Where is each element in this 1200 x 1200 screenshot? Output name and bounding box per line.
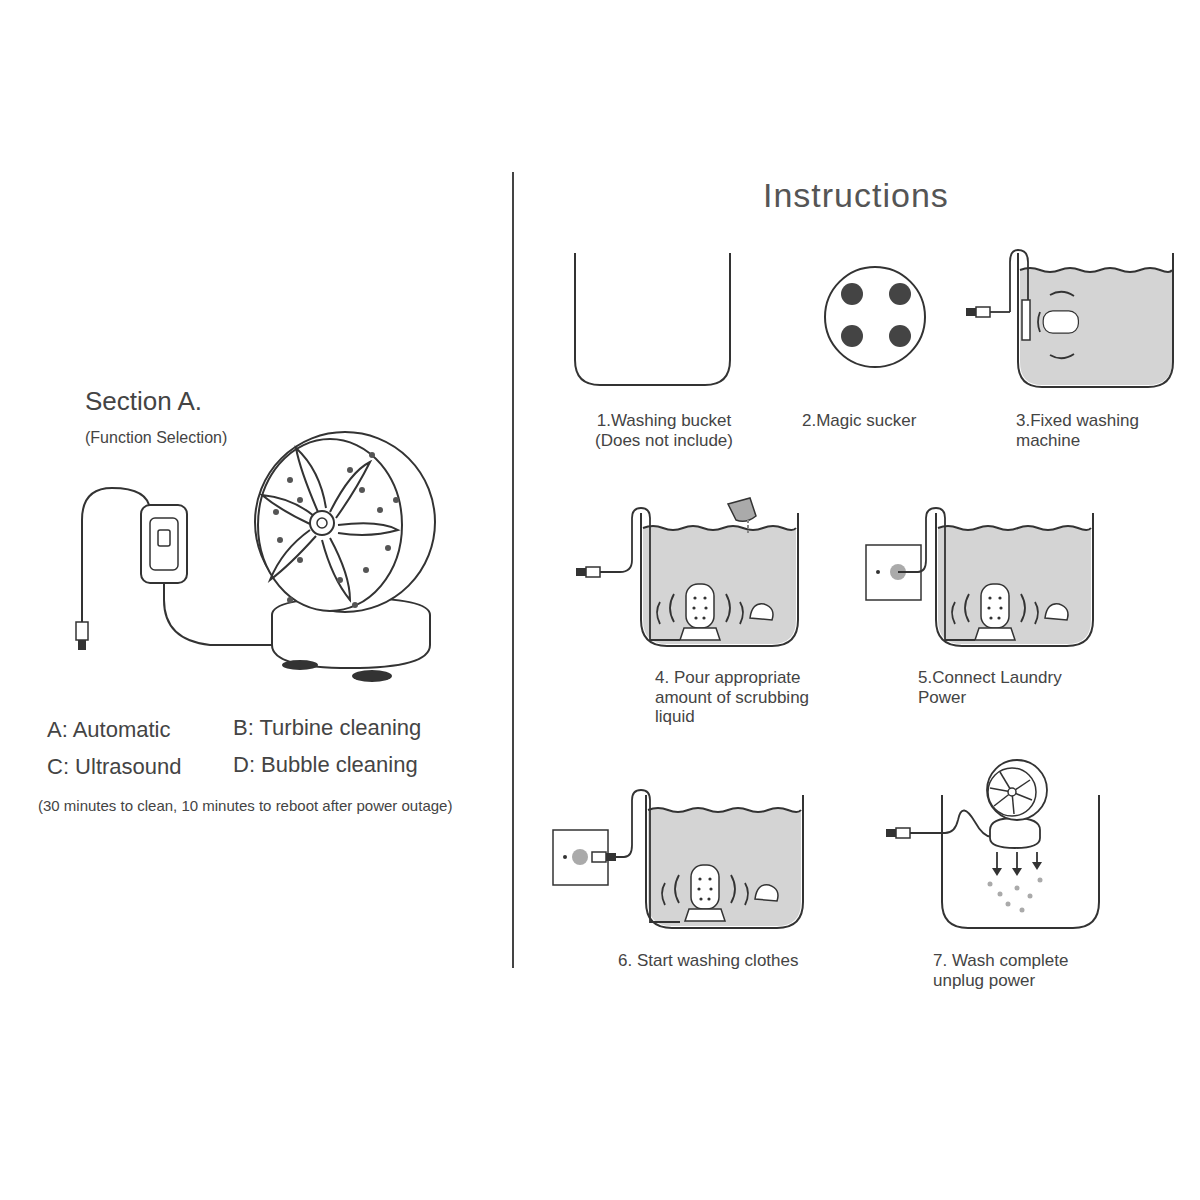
- note: (30 minutes to clean, 10 minutes to rebo…: [38, 797, 452, 814]
- step6-figure: [553, 790, 803, 928]
- wheel-hole: [347, 467, 353, 473]
- step7-figure: [886, 760, 1099, 928]
- step-caption: 3.Fixed washing machine: [1016, 411, 1176, 450]
- step3-figure: [966, 250, 1173, 387]
- wheel-hole: [363, 567, 369, 573]
- wheel-hole: [352, 602, 358, 608]
- step-caption: 5.Connect Laundry Power: [918, 668, 1098, 707]
- step-caption: 7. Wash complete unplug power: [933, 951, 1101, 990]
- function-label: C: Ultrasound: [47, 754, 182, 779]
- function-label: A: Automatic: [47, 717, 171, 742]
- wheel-hole: [277, 537, 283, 543]
- wheel-hole: [377, 507, 383, 513]
- step-caption: 2.Magic sucker: [802, 411, 916, 431]
- function-label: B: Turbine cleaning: [233, 715, 421, 740]
- function-label: D: Bubble cleaning: [233, 752, 418, 777]
- divider: [512, 172, 514, 968]
- washer-device: [76, 432, 435, 682]
- bucket: [575, 253, 730, 385]
- wheel-hole: [393, 497, 399, 503]
- step-caption: 1.Washing bucket (Does not include): [574, 411, 754, 450]
- wheel-hole: [385, 545, 391, 551]
- wheel-hole: [369, 452, 375, 458]
- section-subtitle: (Function Selection): [85, 429, 227, 447]
- instructions-title: Instructions: [763, 176, 949, 215]
- wheel-hole: [273, 509, 279, 515]
- wheel-hole: [297, 557, 303, 563]
- step-caption: 4. Pour appropriate amount of scrubbing …: [655, 668, 850, 727]
- wheel-hole: [287, 597, 293, 603]
- section-heading: Section A.: [85, 387, 202, 417]
- wheel-hole: [287, 477, 293, 483]
- wheel-hole: [297, 497, 303, 503]
- wheel-hole: [359, 487, 365, 493]
- step5-figure: [866, 508, 1093, 646]
- step-caption: 6. Start washing clothes: [618, 951, 798, 971]
- step4-figure: [576, 498, 798, 646]
- wheel-hole: [337, 577, 343, 583]
- magic-sucker: [825, 267, 925, 367]
